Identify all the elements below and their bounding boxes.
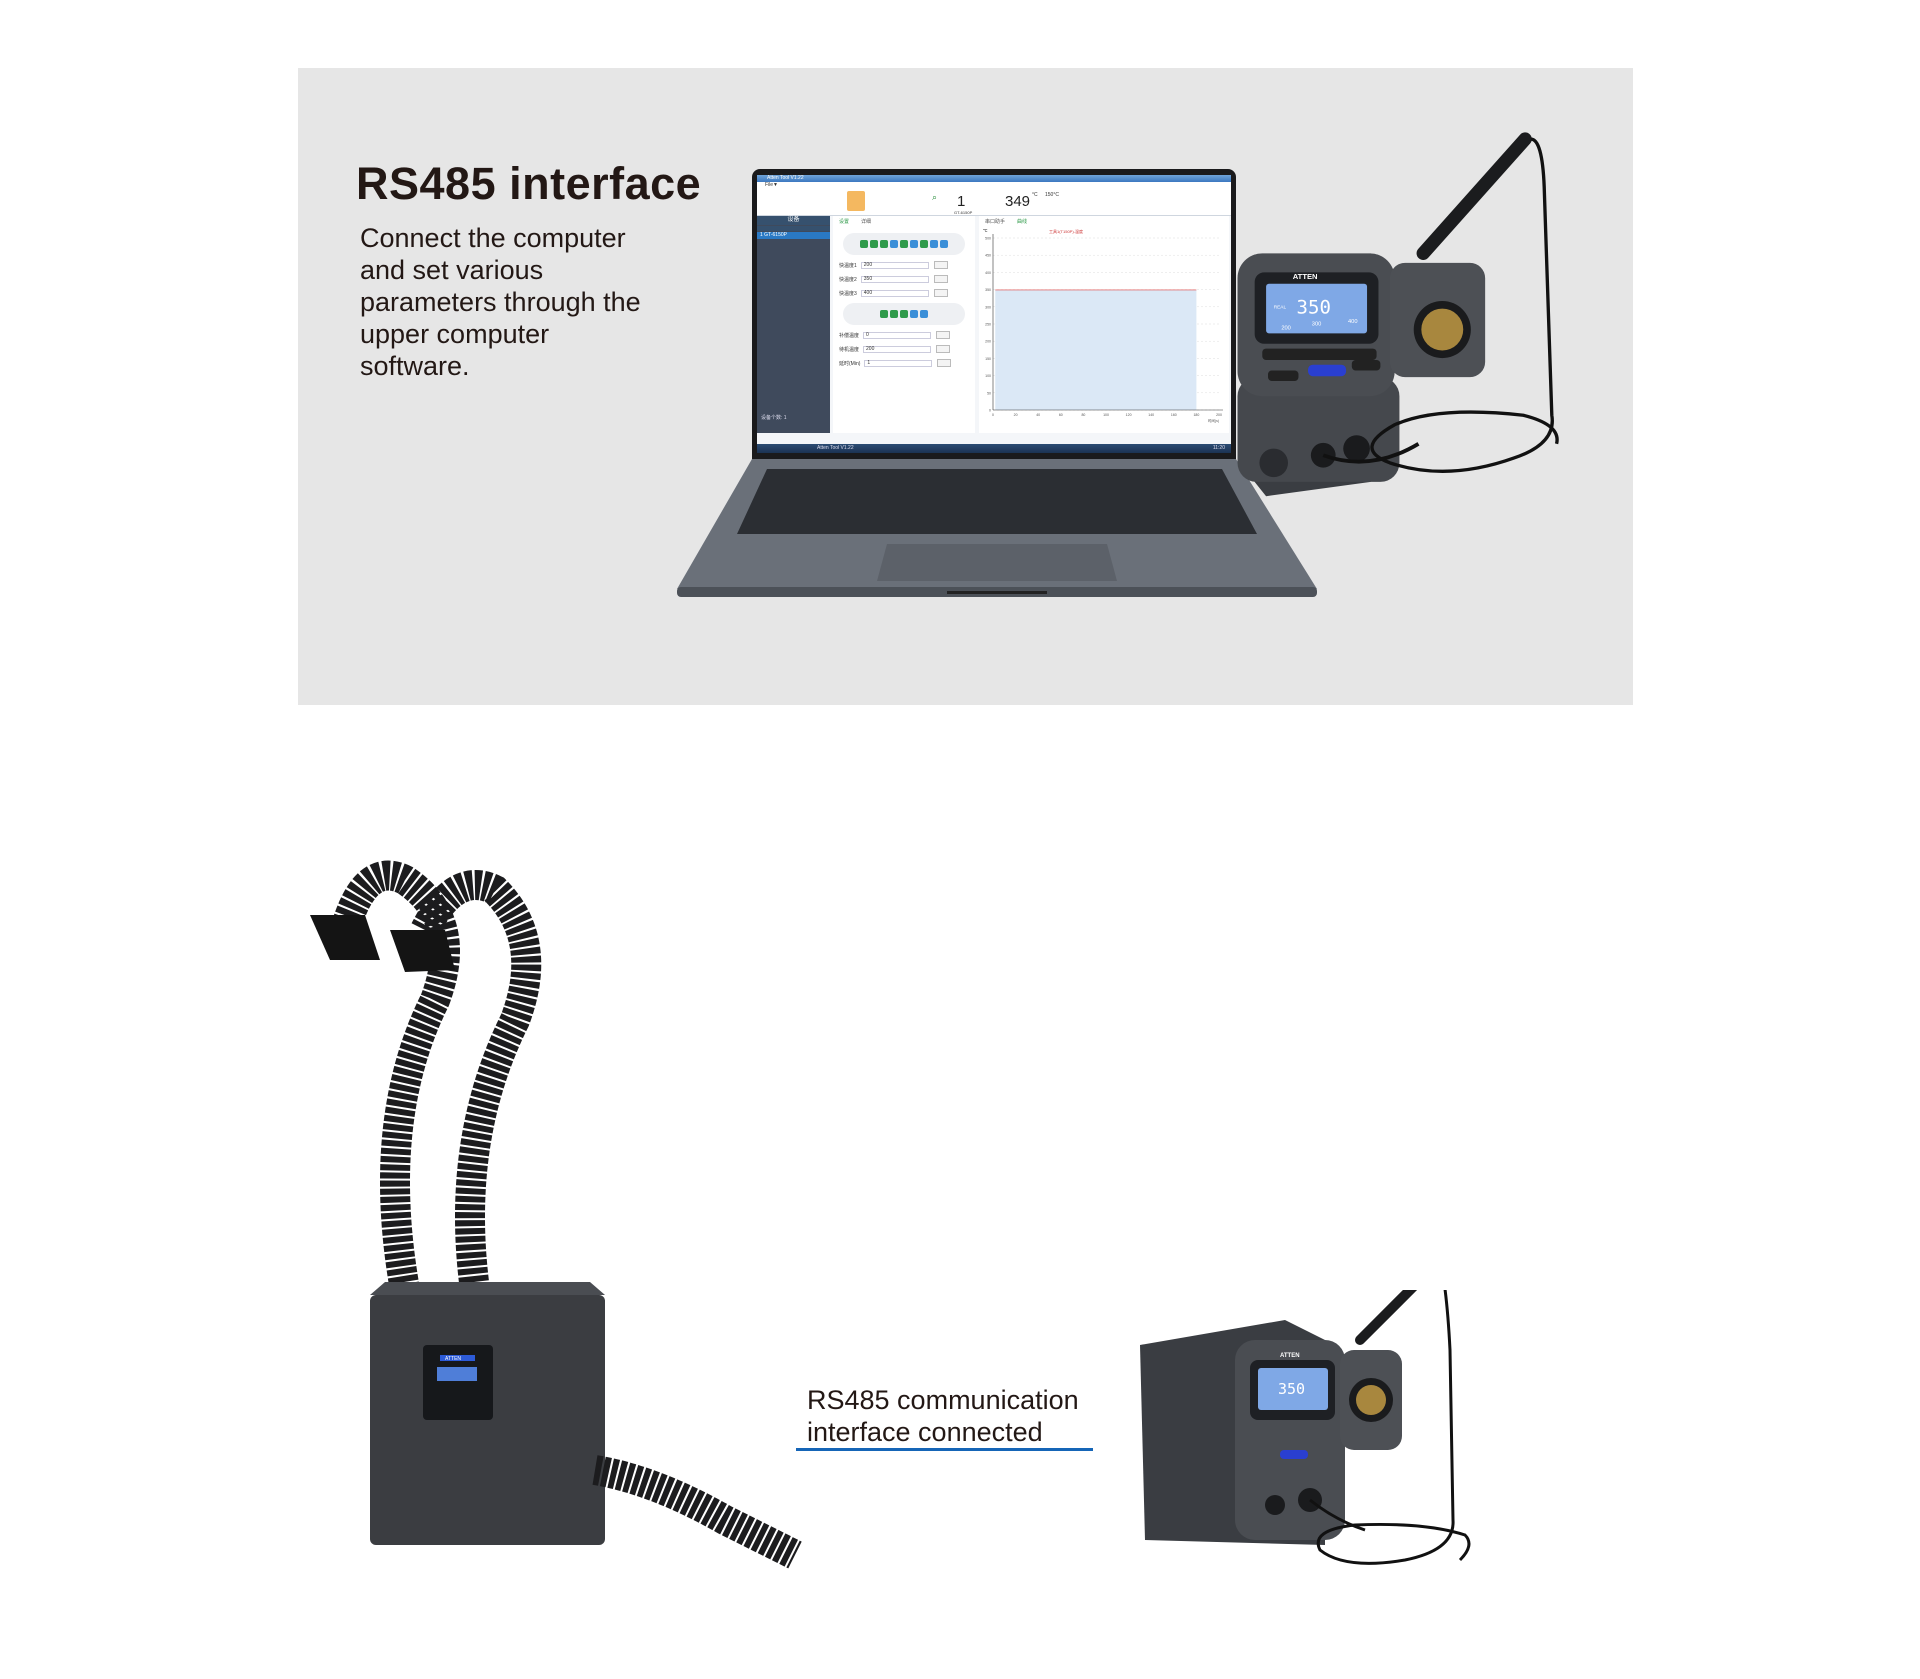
x-tick-label: 120 [1126,413,1132,417]
send-button[interactable] [933,275,948,283]
display-temp: 350 [1278,1380,1305,1398]
software-title-bar: Atten Tool V1.22 [757,175,1231,182]
x-tick-label: 180 [1193,413,1199,417]
software-file-menu[interactable]: File▼ [757,182,1231,188]
device-panel: 设备 1 GT-6150P 设备个数: 1 [757,216,830,433]
display-mode: REAL [1274,305,1287,311]
tab-details[interactable]: 详细 [861,219,872,225]
caption-line-1: RS485 communication [807,1385,1079,1415]
x-tick-label: 20 [1014,413,1018,417]
display-temp: 350 [1297,296,1331,318]
x-tick-label: 140 [1148,413,1154,417]
lock-icon-row [843,303,965,325]
y-tick-label: 350 [985,288,991,292]
series-area [995,289,1197,410]
function-icon-row [843,233,965,255]
param-input[interactable]: 0 [863,331,932,339]
send-button[interactable] [936,331,951,339]
search-device-icon[interactable]: ⌕ [932,192,938,202]
brand-logo: ATTEN [1293,272,1318,281]
y-tick-label: 250 [985,323,991,327]
send-button[interactable] [936,345,951,353]
brand-logo: ATTEN [1280,1353,1300,1359]
device-list-header [757,226,830,231]
x-tick-label: 60 [1059,413,1063,417]
send-button[interactable] [937,359,952,367]
param-input[interactable]: 350 [860,275,929,283]
lcd-display [1258,1368,1328,1410]
soldering-station-top: ATTEN 350 REAL 200 300 400 [1237,132,1559,497]
menu-enter-button [1308,364,1347,377]
laptop-keyboard-base [677,459,1317,597]
y-tick-label: 200 [985,340,991,344]
y-tick-label: 400 [985,271,991,275]
taskbar-clock: 11:20 [1212,445,1225,451]
connection-underline [796,1448,1093,1451]
preset-temp: 400 [1348,319,1358,325]
device-panel-title: 设备 [757,216,830,225]
send-button[interactable] [933,289,948,297]
y-tick-label: 0 [989,409,991,413]
lcd-display [1266,283,1368,334]
control-panel [423,1345,493,1420]
preset-temp: 300 [1312,322,1322,328]
y-tick-label: 50 [987,391,991,395]
current-temp: 349 [1005,193,1031,210]
send-button[interactable] [933,261,948,269]
tab-curve[interactable]: 曲线 [1017,219,1028,225]
chart-y-unit: ℃ [983,228,988,233]
tab-serial-assistant[interactable]: 串口助手 [985,219,1006,225]
connect-button[interactable] [847,191,865,211]
y-tick-label: 100 [985,374,991,378]
tab-settings[interactable]: 设置 [839,219,850,225]
param-field: 延时(Min)1 [839,359,975,367]
laptop-screen: Atten Tool V1.22 File▼ ⌕ 1 GT-6150P 349 … [757,175,1231,453]
connection-caption: RS485 communication interface connected [807,1384,1079,1448]
feature-title: RS485 interface [356,158,702,209]
device-address: 1 [957,193,966,210]
param-input[interactable]: 400 [860,289,929,297]
taskbar-item[interactable]: Atten Tool V1.22 [817,445,854,451]
soldering-station-bottom: ATTEN 350 [1140,1290,1471,1565]
caption-line-2: interface connected [807,1417,1043,1447]
param-input[interactable]: 1 [864,359,933,367]
x-axis-label: 时间(s) [1208,418,1219,423]
y-tick-label: 500 [985,237,991,241]
preset-temp: 200 [1281,326,1291,332]
device-model: GT-6150P [954,210,973,215]
param-input[interactable]: 200 [860,261,929,269]
y-tick-label: 450 [985,254,991,258]
param-input[interactable]: 200 [863,345,932,353]
x-tick-label: 160 [1171,413,1177,417]
device-list-item[interactable]: 1 GT-6150P [757,232,830,239]
software-ribbon: ⌕ 1 GT-6150P 349 °C 150°C [757,188,1231,216]
taskbar: Atten Tool V1.22 11:20 [757,444,1231,453]
temp-unit: °C [1032,192,1038,198]
y-tick-label: 300 [985,305,991,309]
x-tick-label: 40 [1036,413,1040,417]
fume-extractor: ATTEN [310,860,802,1569]
x-tick-label: 200 [1216,413,1222,417]
x-tick-label: 80 [1081,413,1085,417]
feature-description: Connect the computer and set various par… [360,223,641,381]
chart-legend: 工具1(T150P)-温度 [1049,229,1084,234]
x-tick-label: 100 [1103,413,1109,417]
laptop: Atten Tool V1.22 File▼ ⌕ 1 GT-6150P 349 … [677,166,1317,611]
brand-logo: ATTEN [445,1356,461,1362]
x-tick-label: 0 [992,413,994,417]
device-count: 设备个数: 1 [761,415,787,421]
y-tick-label: 150 [985,357,991,361]
set-temp: 150°C [1045,192,1059,198]
